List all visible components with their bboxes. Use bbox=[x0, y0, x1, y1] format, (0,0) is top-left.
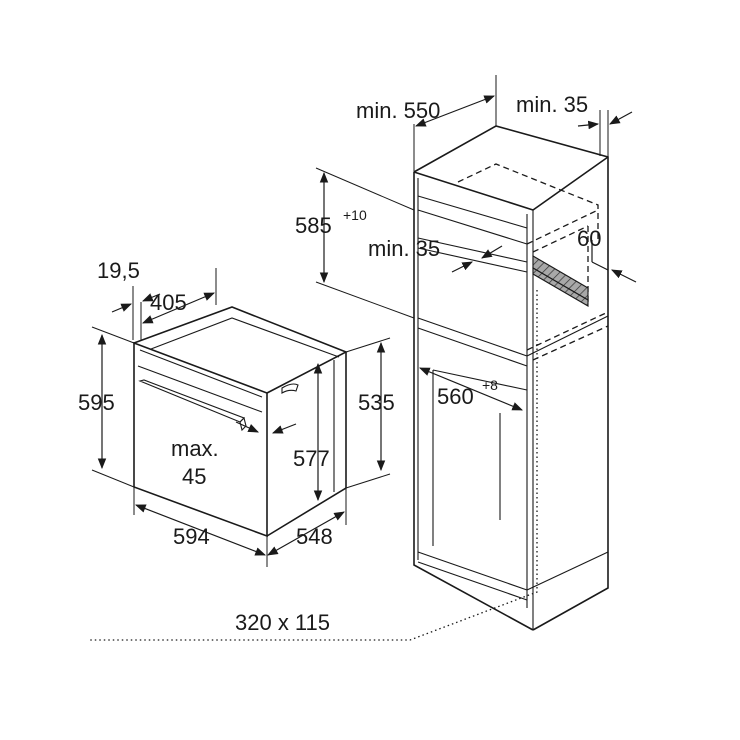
label-niche-height-tol: +10 bbox=[343, 207, 367, 223]
label-rail-depth: 405 bbox=[150, 290, 187, 315]
label-cavity-height: 577 bbox=[293, 446, 330, 471]
label-handle-max: max. bbox=[171, 436, 219, 461]
label-vent-opening: 320 x 115 bbox=[235, 610, 330, 635]
label-depth: 548 bbox=[296, 524, 333, 549]
oven-body bbox=[133, 306, 348, 538]
dim-line-width bbox=[134, 504, 267, 556]
dim-line-niche-width bbox=[419, 367, 523, 411]
label-rear-gap: min. 35 bbox=[516, 92, 588, 117]
vent-leader-line bbox=[90, 290, 538, 641]
label-niche-width: 560 bbox=[437, 384, 474, 409]
label-niche-width-tol: +8 bbox=[482, 377, 498, 393]
label-front-frame: 19,5 bbox=[97, 258, 140, 283]
label-inner-height: 535 bbox=[358, 390, 395, 415]
dim-line-depth bbox=[267, 511, 345, 556]
dim-line-niche-depth bbox=[414, 95, 496, 127]
cabinet-dimensions bbox=[315, 75, 637, 411]
labels: 594 548 595 405 19,5 535 577 max. 45 min… bbox=[78, 92, 601, 635]
label-niche-height: 585 bbox=[295, 213, 332, 238]
label-height: 595 bbox=[78, 390, 115, 415]
label-vent: 60 bbox=[577, 226, 601, 251]
oven-dimensions bbox=[91, 268, 391, 567]
dim-line-rail-depth bbox=[142, 292, 215, 324]
cabinet bbox=[90, 125, 609, 641]
label-shelf-gap: min. 35 bbox=[368, 236, 440, 261]
label-niche-depth: min. 550 bbox=[356, 98, 440, 123]
label-width-front: 594 bbox=[173, 524, 210, 549]
label-handle-val: 45 bbox=[182, 464, 206, 489]
